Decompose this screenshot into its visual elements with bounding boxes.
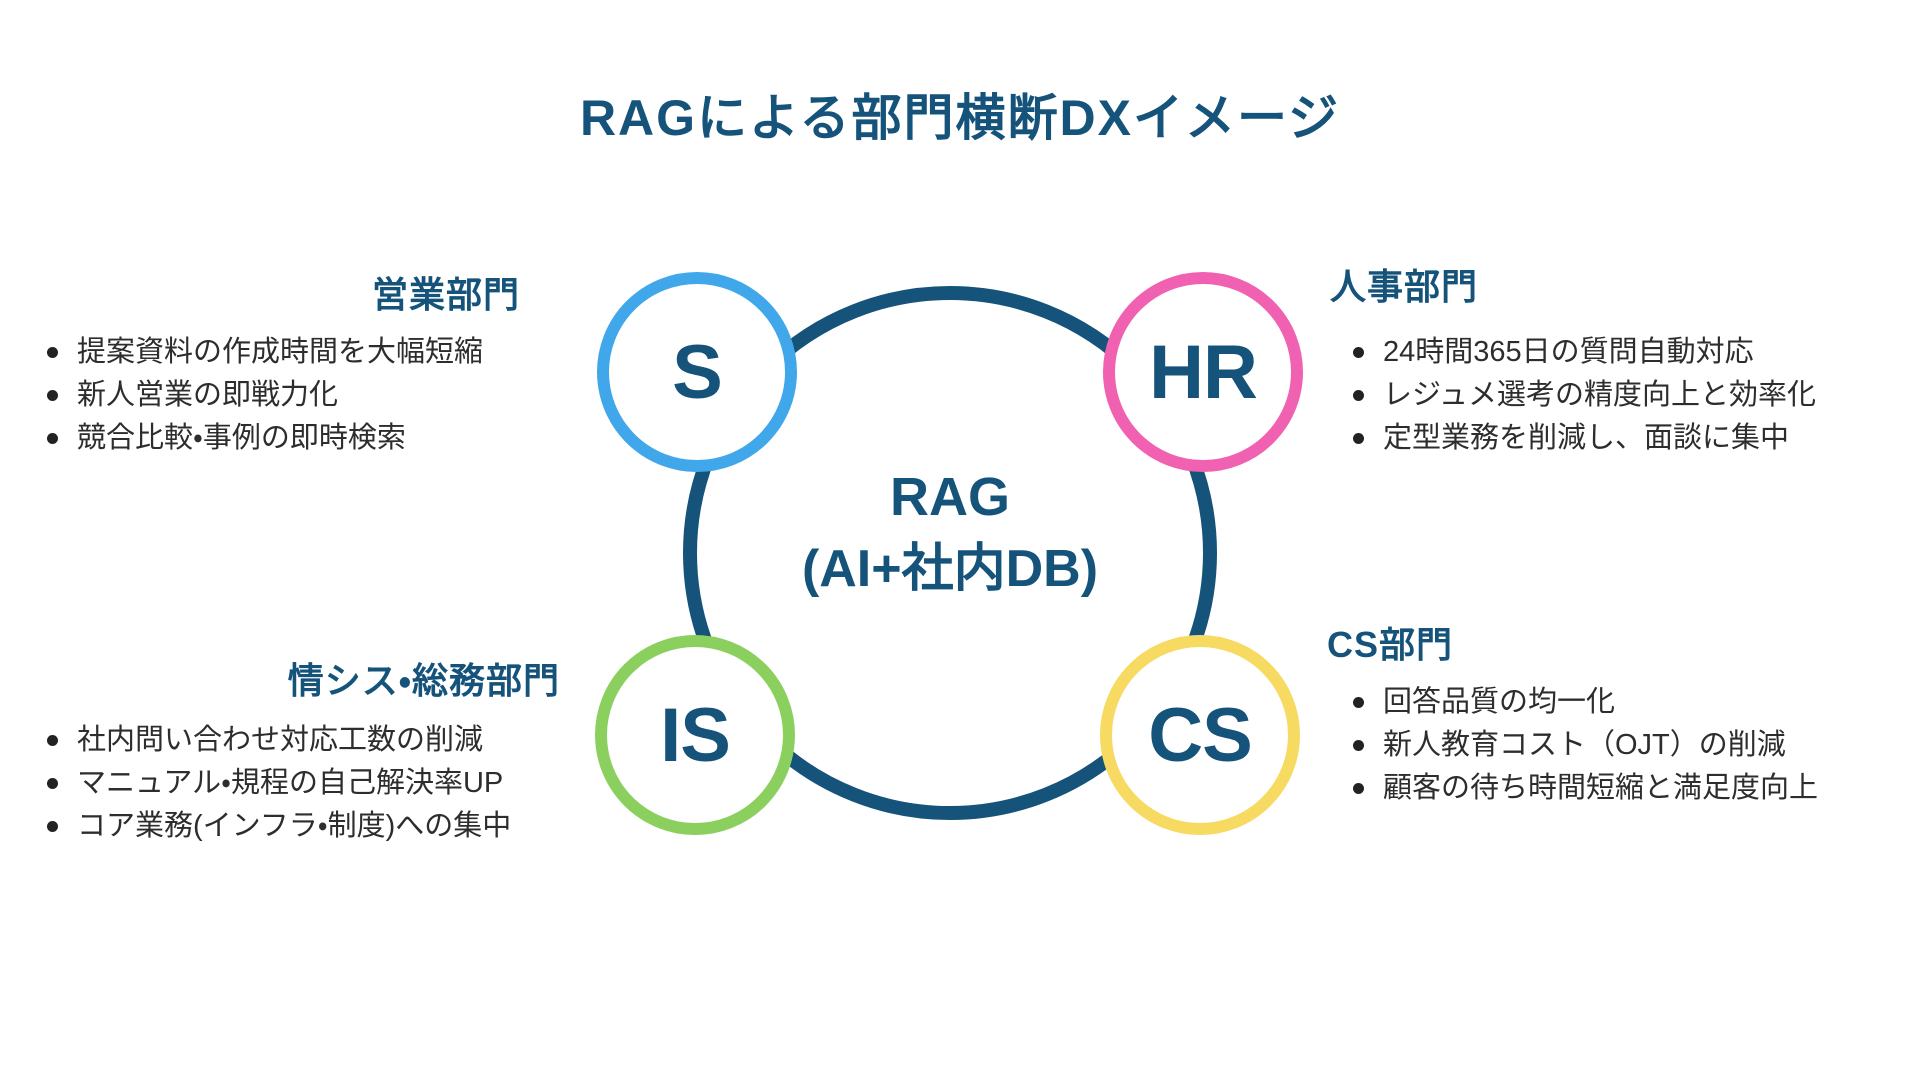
- list-item: レジュメ選考の精度向上と効率化: [1346, 374, 1816, 417]
- is-benefits-list: 社内問い合わせ対応工数の削減 マニュアル・規程の自己解決率UP コア業務(インフ…: [40, 719, 511, 848]
- list-item: 定型業務を削減し、面談に集中: [1346, 417, 1816, 460]
- cs-node-circle: CS: [1100, 635, 1300, 835]
- is-section-title: 情シス・総務部門: [287, 660, 560, 701]
- sales-node-initial: S: [672, 329, 723, 415]
- list-item: 新人営業の即戦力化: [40, 374, 483, 417]
- cs-section-title: CS部門: [1327, 624, 1454, 665]
- rag-center-label: RAG (AI+社内DB): [700, 462, 1200, 606]
- page-title: RAGによる部門横断DXイメージ: [579, 90, 1341, 146]
- list-item: コア業務(インフラ・制度)への集中: [40, 805, 511, 848]
- list-item: マニュアル・規程の自己解決率UP: [40, 762, 511, 805]
- hr-benefits-list: 24時間365日の質問自動対応 レジュメ選考の精度向上と効率化 定型業務を削減し…: [1346, 331, 1816, 460]
- list-item: 提案資料の作成時間を大幅短縮: [40, 331, 483, 374]
- rag-sublabel: (AI+社内DB): [801, 540, 1099, 598]
- list-item: 競合比較・事例の即時検索: [40, 417, 483, 460]
- list-item: 24時間365日の質問自動対応: [1346, 331, 1816, 374]
- list-item: 顧客の待ち時間短縮と満足度向上: [1346, 767, 1818, 810]
- is-node-initial: IS: [660, 692, 731, 778]
- list-item: 社内問い合わせ対応工数の削減: [40, 719, 511, 762]
- rag-label: RAG: [890, 467, 1010, 527]
- hr-node-initial: HR: [1149, 329, 1258, 415]
- hr-node-circle: HR: [1103, 272, 1303, 472]
- sales-benefits-list: 提案資料の作成時間を大幅短縮 新人営業の即戦力化 競合比較・事例の即時検索: [40, 331, 483, 460]
- list-item: 回答品質の均一化: [1346, 681, 1818, 724]
- sales-section-title: 営業部門: [371, 274, 520, 315]
- list-item: 新人教育コスト（OJT）の削減: [1346, 724, 1818, 767]
- hr-section-title: 人事部門: [1330, 266, 1479, 307]
- cs-benefits-list: 回答品質の均一化 新人教育コスト（OJT）の削減 顧客の待ち時間短縮と満足度向上: [1346, 681, 1818, 810]
- sales-node-circle: S: [597, 272, 797, 472]
- is-node-circle: IS: [595, 635, 795, 835]
- cs-node-initial: CS: [1148, 692, 1253, 778]
